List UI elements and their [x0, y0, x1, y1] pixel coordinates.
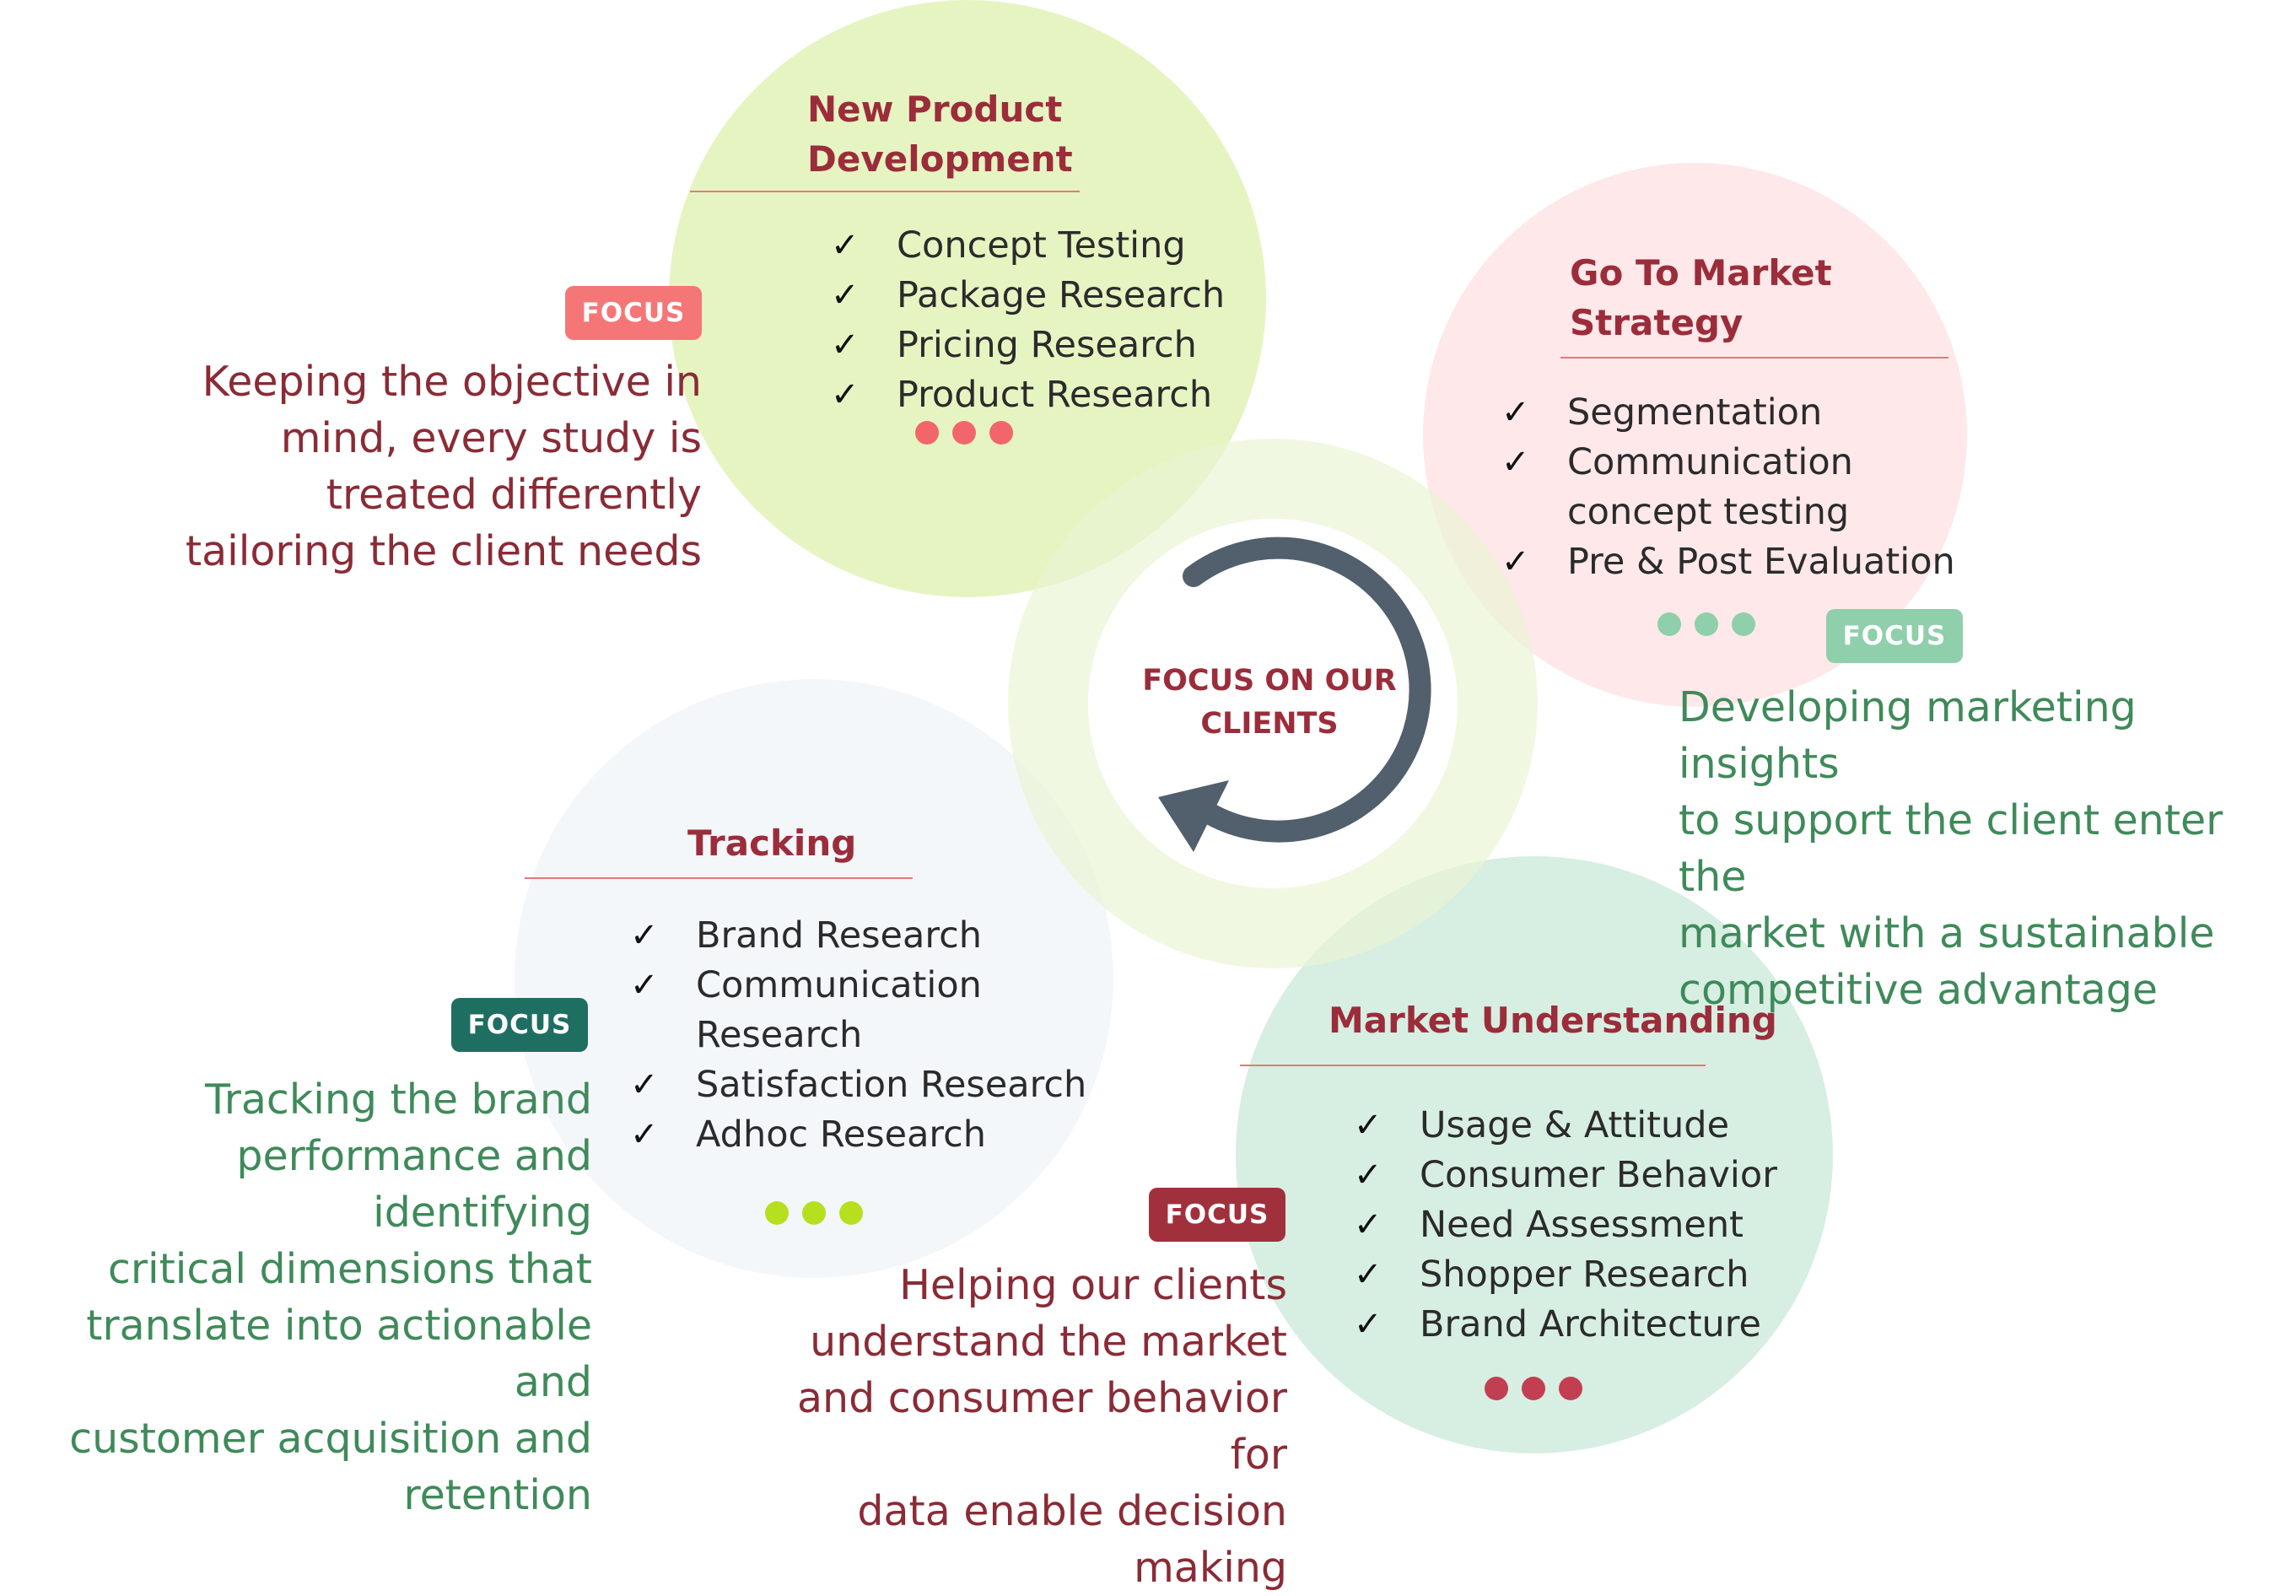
tracking-dots — [765, 1201, 863, 1225]
npd-focus-badge: FOCUS — [565, 286, 702, 340]
npd-title: New Product Development — [807, 84, 1073, 184]
list-item: ✓Brand Architecture — [1354, 1300, 1777, 1350]
check-icon: ✓ — [1354, 1255, 1382, 1294]
check-icon: ✓ — [630, 1065, 659, 1104]
check-icon: ✓ — [630, 1115, 659, 1154]
gtm-focus-badge: FOCUS — [1826, 609, 1963, 663]
check-icon: ✓ — [1501, 443, 1530, 482]
gtm-title: Go To Market Strategy — [1570, 248, 1832, 348]
dot-icon — [915, 421, 939, 445]
center-title: FOCUS ON OUR CLIENTS — [1142, 664, 1397, 741]
dot-icon — [839, 1201, 863, 1225]
dot-icon — [1695, 612, 1718, 636]
gtm-title-line1: Go To Market — [1570, 252, 1832, 294]
tracking-title-block: Tracking — [687, 818, 856, 868]
list-item: ✓Product Research — [831, 370, 1225, 420]
list-item: ✓Need Assessment — [1354, 1200, 1777, 1250]
list-item: ✓Pre & Post Evaluation — [1501, 537, 1955, 587]
npd-divider — [690, 191, 1080, 192]
market-description: Helping our clients understand the marke… — [797, 1261, 1287, 1592]
cycle-arrow-icon — [1158, 536, 1431, 852]
tracking-description: Tracking the brand performance and ident… — [69, 1076, 592, 1519]
market-divider — [1240, 1065, 1706, 1066]
check-icon: ✓ — [1501, 393, 1530, 432]
list-item: ✓Shopper Research — [1354, 1250, 1777, 1300]
check-icon: ✓ — [1354, 1106, 1382, 1145]
check-icon: ✓ — [831, 276, 860, 315]
market-title-block: Market Understanding — [1329, 995, 1777, 1045]
check-icon: ✓ — [1354, 1205, 1382, 1244]
gtm-list: ✓Segmentation ✓Communication concept tes… — [1501, 388, 1955, 587]
list-item: ✓Communication — [630, 961, 1086, 1011]
npd-dots — [915, 421, 1013, 445]
check-icon: ✓ — [1354, 1305, 1382, 1344]
market-focus-badge: FOCUS — [1149, 1188, 1285, 1242]
list-item: ✓Pricing Research — [831, 321, 1225, 370]
list-item: ✓Adhoc Research — [630, 1110, 1086, 1160]
check-icon: ✓ — [1354, 1156, 1382, 1194]
focus-diagram: FOCUS ON OUR CLIENTS New Product Develop… — [69, 0, 2223, 1592]
npd-list: ✓Concept Testing ✓Package Research ✓Pric… — [831, 221, 1225, 420]
list-item: Research — [696, 1014, 863, 1056]
market-list: ✓Usage & Attitude ✓Consumer Behavior ✓Ne… — [1354, 1101, 1777, 1350]
check-icon: ✓ — [630, 916, 659, 955]
list-item: ✓Concept Testing — [831, 221, 1225, 271]
tracking-list: ✓Brand Research ✓Communication Research … — [630, 911, 1086, 1160]
list-item: ✓Segmentation — [1501, 388, 1955, 438]
npd-title-line2: Development — [807, 138, 1073, 180]
check-icon: ✓ — [831, 226, 860, 265]
tracking-divider — [525, 877, 913, 879]
dot-icon — [1657, 612, 1681, 636]
gtm-description: Developing marketing insights to support… — [1679, 683, 2223, 1014]
tracking-circle — [515, 679, 1113, 1278]
dot-icon — [1559, 1377, 1582, 1400]
dot-icon — [765, 1201, 789, 1225]
tracking-title: Tracking — [687, 822, 857, 864]
check-icon: ✓ — [831, 375, 860, 414]
list-item: ✓Package Research — [831, 271, 1225, 321]
npd-title-line1: New Product — [807, 89, 1063, 130]
list-item: ✓Communication — [1501, 438, 1955, 488]
list-item: ✓Brand Research — [630, 911, 1086, 961]
dot-icon — [802, 1201, 826, 1225]
market-title: Market Understanding — [1329, 1000, 1777, 1041]
list-item: ✓Consumer Behavior — [1354, 1151, 1777, 1200]
check-icon: ✓ — [630, 966, 659, 1005]
dot-icon — [1522, 1377, 1545, 1400]
npd-description: Keeping the objective in mind, every stu… — [185, 358, 702, 575]
check-icon: ✓ — [831, 326, 860, 364]
gtm-divider — [1560, 357, 1948, 359]
list-item: concept testing — [1567, 491, 1850, 533]
gtm-title-line2: Strategy — [1570, 302, 1744, 343]
list-item: ✓Usage & Attitude — [1354, 1101, 1777, 1151]
dot-icon — [989, 421, 1013, 445]
dot-icon — [952, 421, 976, 445]
tracking-focus-badge: FOCUS — [451, 998, 588, 1052]
list-item: ✓Satisfaction Research — [630, 1060, 1086, 1110]
gtm-dots — [1657, 612, 1755, 636]
dot-icon — [1732, 612, 1755, 636]
market-dots — [1485, 1377, 1582, 1400]
dot-icon — [1485, 1377, 1508, 1400]
check-icon: ✓ — [1501, 542, 1530, 581]
